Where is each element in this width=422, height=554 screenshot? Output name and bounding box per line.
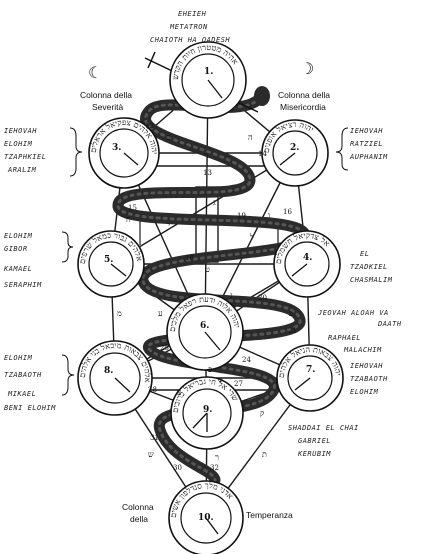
hebrew-letter: ג — [213, 198, 216, 207]
path-number: 27 — [234, 380, 243, 388]
svg-text:EL: EL — [360, 250, 369, 258]
svg-text:GABRIEL: GABRIEL — [298, 437, 331, 445]
path-number: 32 — [210, 464, 219, 472]
hebrew-letter: צ — [177, 388, 181, 397]
svg-text:AUPHANIM: AUPHANIM — [349, 153, 388, 161]
hebrew-letter: ח — [126, 215, 131, 224]
hebrew-letter: ט — [205, 265, 210, 274]
path-number: 30 — [173, 464, 182, 472]
sefira-number-8: 8. — [104, 366, 113, 376]
svg-text:TZABAOTH: TZABAOTH — [4, 371, 42, 379]
svg-text:ELOHIM: ELOHIM — [4, 232, 33, 240]
column-mercy-line1: Colonna della — [278, 90, 330, 100]
svg-text:DAATH: DAATH — [377, 320, 402, 328]
sefira-number-4: 4. — [303, 253, 312, 263]
top-title: EHEIEH METATRON CHAIOTH HA QADESH — [150, 10, 230, 44]
hebrew-letter: י — [168, 221, 170, 230]
svg-text:CHASMALIM: CHASMALIM — [350, 276, 393, 284]
hebrew-letter: פ — [208, 365, 212, 374]
svg-text:MIKAEL: MIKAEL — [7, 390, 36, 398]
path-number: 15 — [128, 204, 137, 212]
svg-text:ELOHIM: ELOHIM — [4, 354, 33, 362]
hebrew-letter: כ — [289, 309, 293, 318]
sefira-number-5: 5. — [104, 255, 113, 265]
svg-text:RAPHAEL: RAPHAEL — [328, 334, 361, 342]
svg-text:MALACHIM: MALACHIM — [343, 346, 382, 354]
column-bottom-left-line2: della — [130, 514, 148, 524]
svg-text:RATZIEL: RATZIEL — [350, 140, 383, 148]
svg-text:SHADDAI EL CHAI: SHADDAI EL CHAI — [288, 424, 359, 432]
hebrew-letter: ע — [158, 309, 163, 318]
path-number: 24 — [242, 356, 251, 364]
svg-text:SERAPHIM: SERAPHIM — [4, 281, 42, 289]
svg-text:IEHOVAH: IEHOVAH — [350, 362, 383, 370]
svg-text:IEHOVAH: IEHOVAH — [350, 127, 383, 135]
hebrew-letter: ה — [248, 133, 253, 142]
sefira-number-10: 10. — [198, 513, 214, 523]
svg-text:ARALIM: ARALIM — [7, 166, 37, 174]
hebrew-letter: ר — [215, 453, 219, 462]
moon-right-icon: ☽ — [300, 59, 314, 78]
hebrew-letter: ש — [148, 450, 154, 459]
sefira-number-1: 1. — [204, 67, 213, 77]
path-number: 16 — [283, 208, 292, 216]
svg-text:ELOHIM: ELOHIM — [350, 388, 379, 396]
title-line-2: METATRON — [169, 23, 208, 31]
path-number: 28 — [148, 386, 157, 394]
svg-text:GIBOR: GIBOR — [4, 245, 28, 253]
path-number: 31 — [150, 434, 159, 442]
svg-text:ELOHIM: ELOHIM — [4, 140, 33, 148]
column-bottom-right: Temperanza — [246, 510, 293, 520]
sefira-number-7: 7. — [306, 365, 315, 375]
hebrew-letter: ב — [167, 133, 171, 142]
svg-text:IEHOVAH: IEHOVAH — [4, 127, 37, 135]
sefira-number-9: 9. — [203, 405, 212, 415]
path-number: 21 — [288, 327, 297, 335]
svg-text:TZAPHKIEL: TZAPHKIEL — [4, 153, 46, 161]
path-number: 14 — [258, 150, 267, 158]
moon-left-icon: ☾ — [88, 63, 102, 82]
path-number: 25 — [160, 344, 169, 352]
path-number: 12 — [145, 122, 154, 130]
hebrew-letter: ק — [260, 409, 264, 418]
hebrew-letter: ס — [218, 375, 223, 384]
title-line-1: EHEIEH — [178, 10, 207, 18]
hebrew-letter: מ — [117, 309, 122, 318]
sefira-number-2: 2. — [290, 143, 299, 153]
svg-text:TZABAOTH: TZABAOTH — [350, 375, 388, 383]
path-number: 18 — [185, 254, 194, 262]
sefira-number-3: 3. — [112, 143, 121, 153]
column-mercy-line2: Misericordia — [280, 102, 326, 112]
title-line-3: CHAIOTH HA QADESH — [150, 36, 230, 44]
svg-text:KAMAEL: KAMAEL — [3, 265, 32, 273]
svg-text:JEOVAH ALOAH VA: JEOVAH ALOAH VA — [317, 309, 389, 317]
svg-text:KERUBIM: KERUBIM — [297, 450, 331, 458]
sefira-number-6: 6. — [200, 321, 209, 331]
hebrew-letter: נ — [230, 291, 233, 300]
path-number: 19 — [237, 212, 246, 220]
column-severity-line1: Colonna della — [80, 90, 132, 100]
svg-text:TZADKIEL: TZADKIEL — [350, 263, 388, 271]
svg-text:BENI ELOHIM: BENI ELOHIM — [4, 404, 56, 412]
serpent-head — [254, 86, 270, 106]
hebrew-letter: ד — [205, 151, 209, 160]
hebrew-letter: ל — [249, 233, 254, 242]
path-number: 13 — [203, 169, 212, 177]
hebrew-letter: ו — [268, 211, 270, 220]
column-severity-line2: Severità — [92, 102, 123, 112]
path-number: 20 — [258, 294, 267, 302]
hebrew-letter: ת — [262, 450, 267, 459]
column-bottom-left-line1: Colonna — [122, 502, 154, 512]
